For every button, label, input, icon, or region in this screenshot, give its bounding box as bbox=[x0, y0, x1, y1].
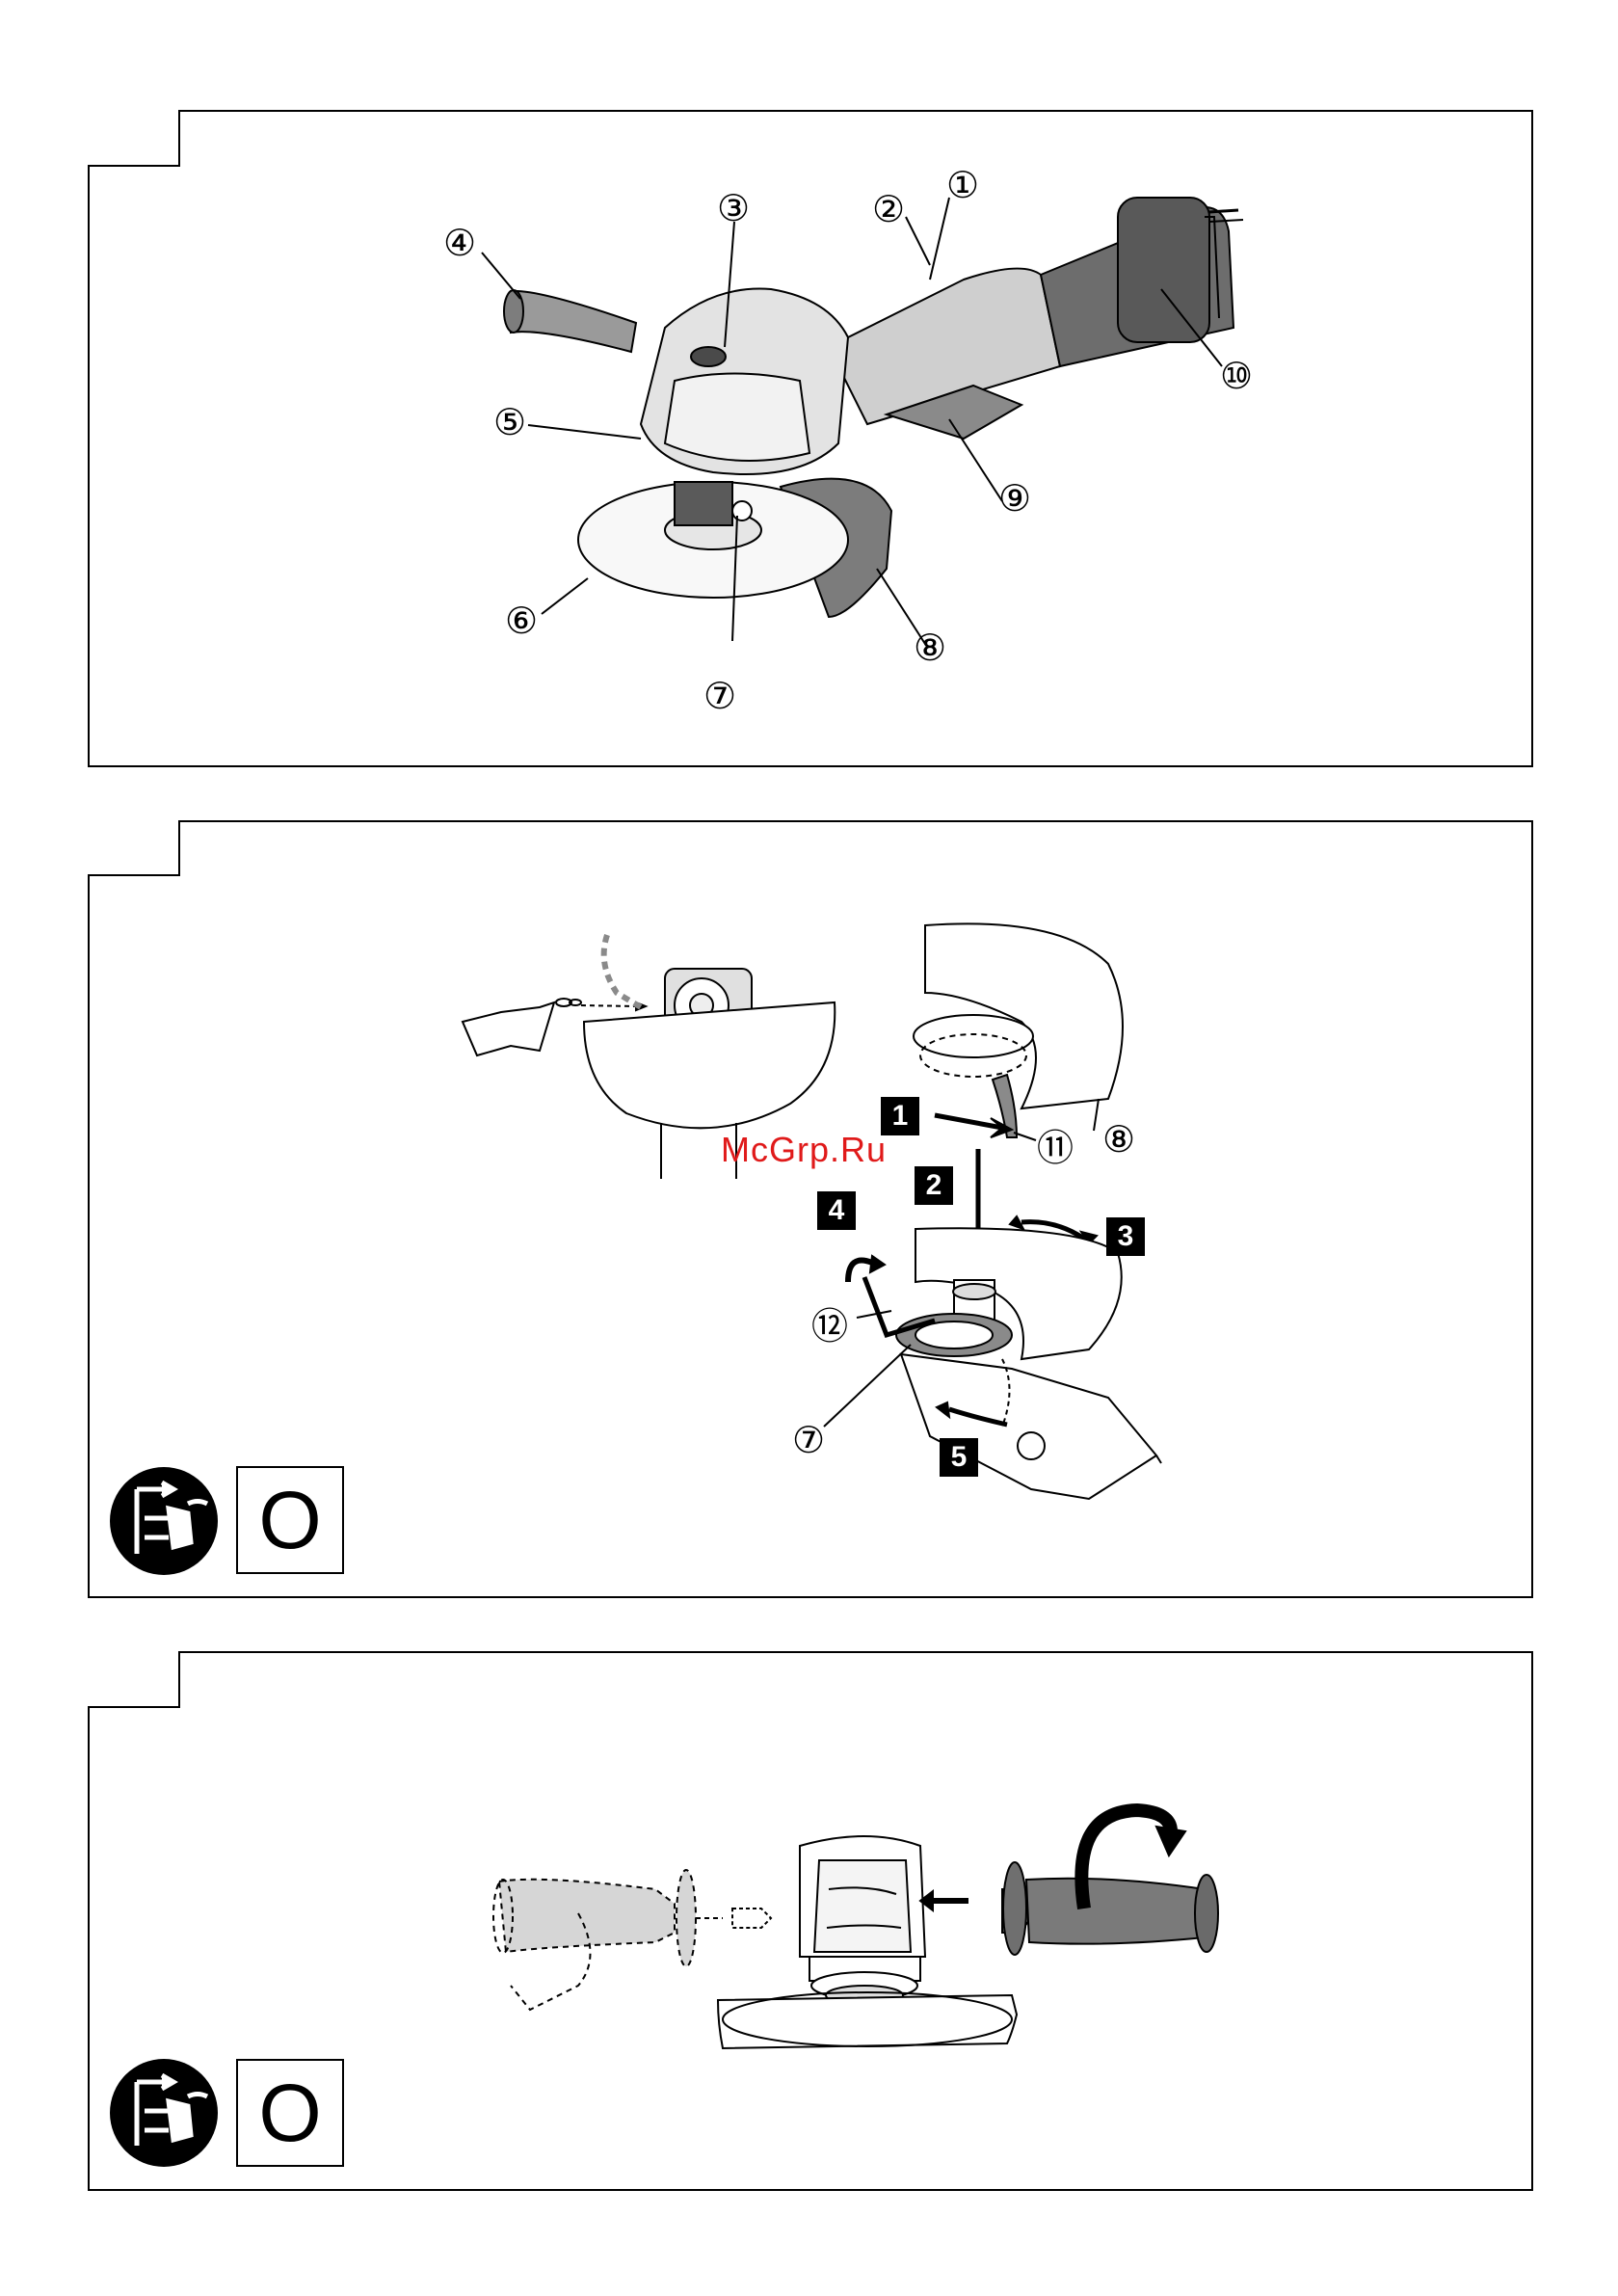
symbol-O-panel3: O bbox=[236, 2059, 344, 2167]
